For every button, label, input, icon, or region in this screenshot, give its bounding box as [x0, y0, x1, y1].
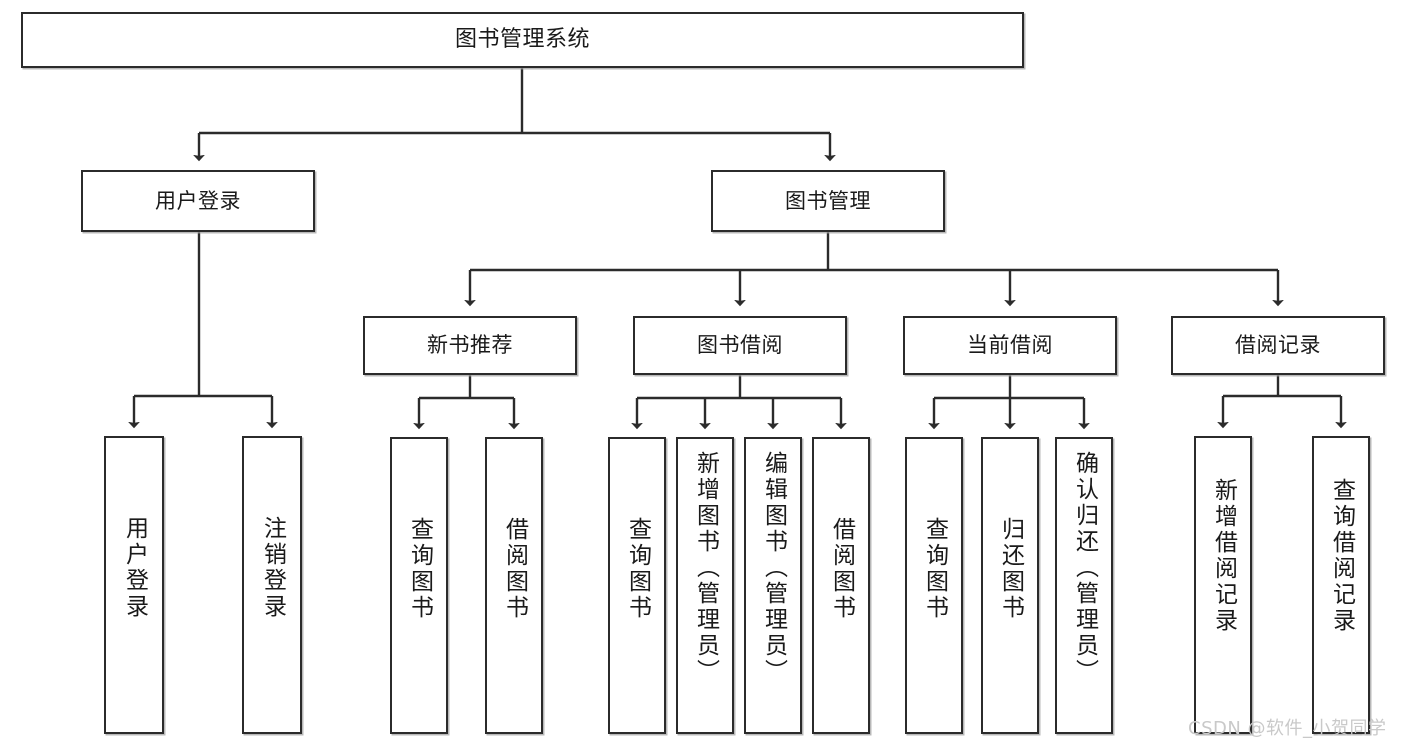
leaf-return-book[interactable]: 归还图书: [981, 437, 1039, 734]
leaf-add-borrow-record[interactable]: 新增借阅记录: [1194, 436, 1252, 734]
node-label: 新增借阅记录: [1210, 478, 1237, 634]
node-label: 借阅图书: [501, 517, 528, 621]
watermark-text: CSDN @软件_小贺同学: [1188, 718, 1387, 739]
node-label: 借阅记录: [1235, 333, 1321, 358]
node-label: 注销登录: [259, 516, 286, 620]
leaf-edit-book[interactable]: 编辑图书（管理员）: [744, 437, 802, 734]
leaf-borrow-book-recommend[interactable]: 借阅图书: [485, 437, 543, 734]
node-label: 确认归还（管理员）: [1071, 451, 1098, 685]
node-label: 查询借阅记录: [1328, 478, 1355, 634]
node-label: 用户登录: [121, 516, 148, 620]
leaf-query-book-recommend[interactable]: 查询图书: [390, 437, 448, 734]
node-book-borrow[interactable]: 图书借阅: [633, 316, 847, 375]
node-label: 新书推荐: [427, 333, 513, 358]
node-label: 查询图书: [624, 517, 651, 621]
leaf-logout-login[interactable]: 注销登录: [242, 436, 302, 734]
node-root-system[interactable]: 图书管理系统: [21, 12, 1024, 68]
node-label: 借阅图书: [828, 517, 855, 621]
leaf-add-book[interactable]: 新增图书（管理员）: [676, 437, 734, 734]
node-label: 图书管理系统: [454, 27, 590, 53]
node-label: 查询图书: [921, 517, 948, 621]
node-user-login[interactable]: 用户登录: [81, 170, 315, 232]
leaf-query-borrow-record[interactable]: 查询借阅记录: [1312, 436, 1370, 734]
leaf-query-book-current[interactable]: 查询图书: [905, 437, 963, 734]
leaf-borrow-book[interactable]: 借阅图书: [812, 437, 870, 734]
node-label: 归还图书: [997, 517, 1024, 621]
node-label: 图书借阅: [697, 333, 783, 358]
node-label: 图书管理: [785, 188, 871, 213]
node-label: 当前借阅: [967, 333, 1053, 358]
leaf-user-login[interactable]: 用户登录: [104, 436, 164, 734]
node-label: 用户登录: [155, 188, 241, 213]
node-label: 新增图书（管理员）: [692, 451, 719, 685]
leaf-query-book-borrow[interactable]: 查询图书: [608, 437, 666, 734]
node-label: 查询图书: [406, 517, 433, 621]
node-borrow-record[interactable]: 借阅记录: [1171, 316, 1385, 375]
leaf-confirm-return[interactable]: 确认归还（管理员）: [1055, 437, 1113, 734]
node-label: 编辑图书（管理员）: [760, 451, 787, 685]
node-current-borrow[interactable]: 当前借阅: [903, 316, 1117, 375]
node-book-manage[interactable]: 图书管理: [711, 170, 945, 232]
node-new-book-recommend[interactable]: 新书推荐: [363, 316, 577, 375]
